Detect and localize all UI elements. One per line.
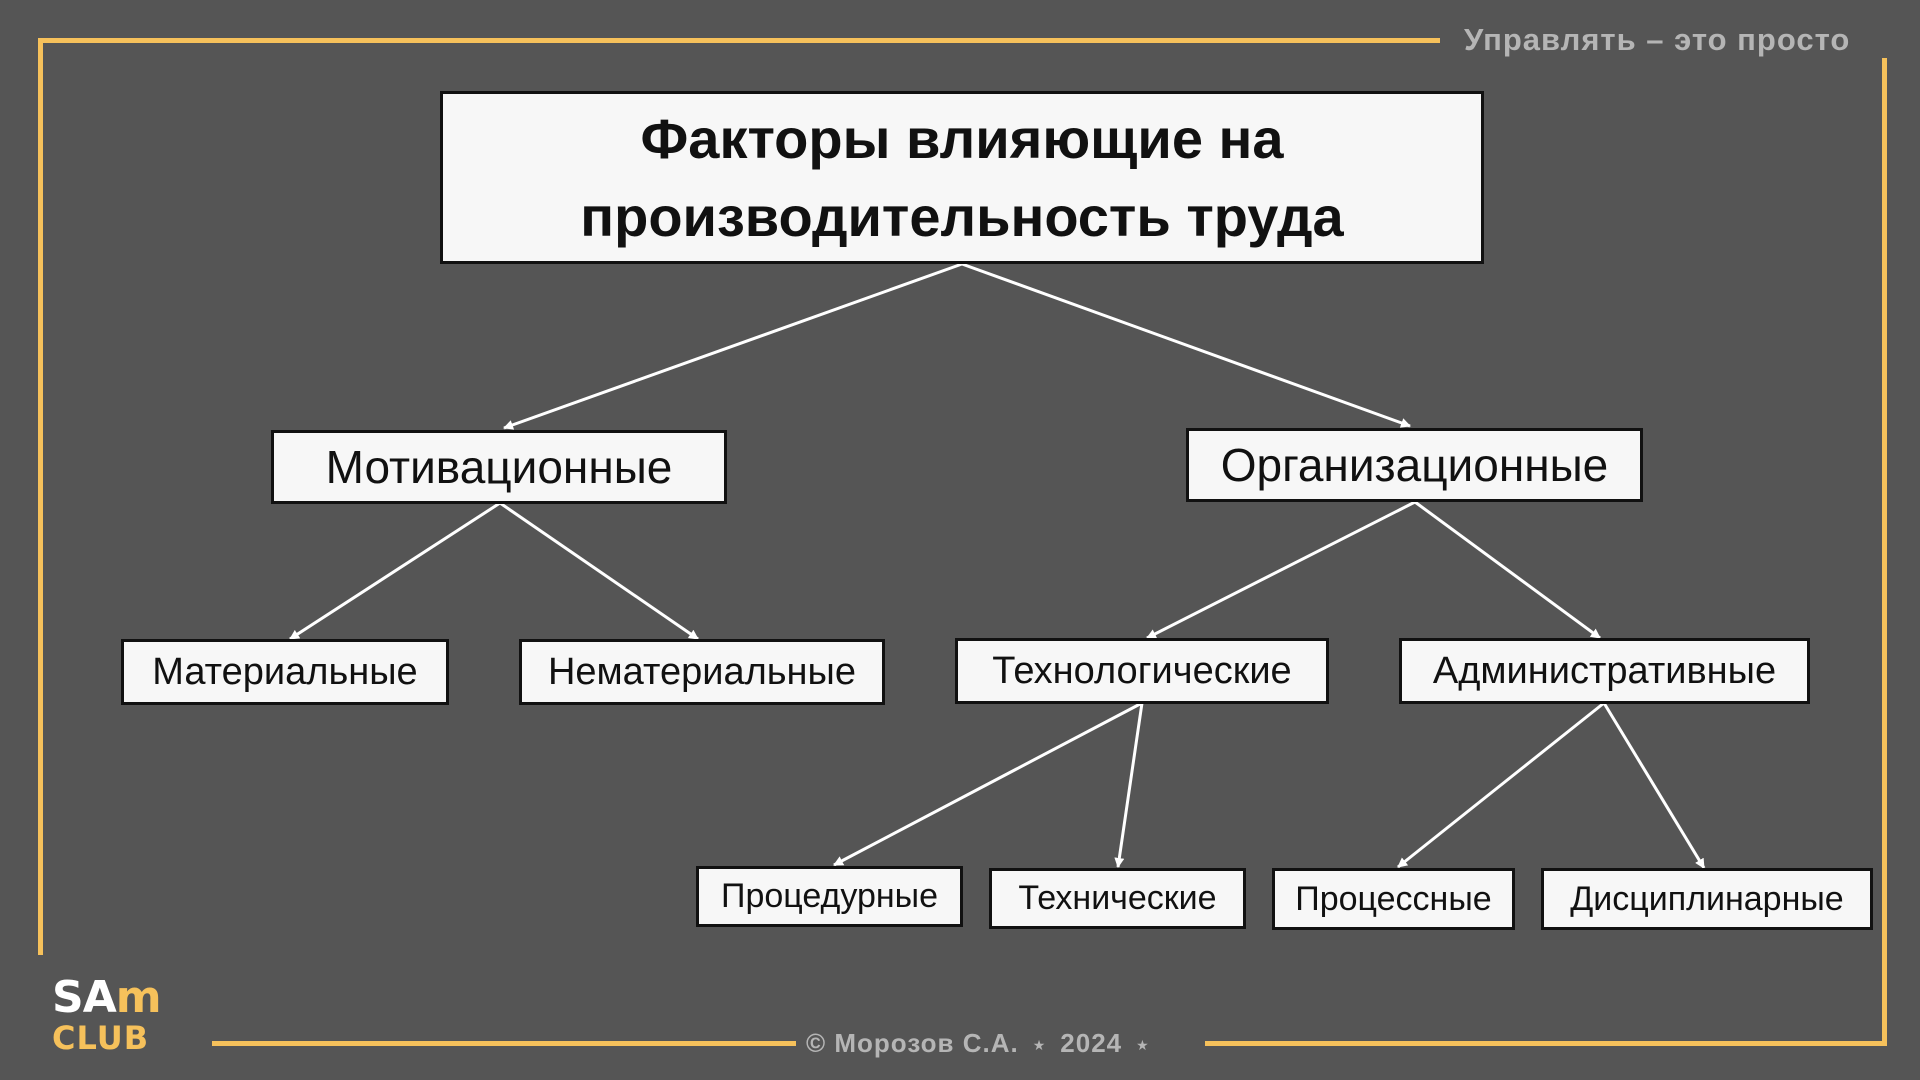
node-motivational: Мотивационные — [271, 430, 727, 504]
slide-tagline: Управлять – это просто — [1464, 22, 1851, 57]
arrow-administrative-to-disciplinary — [1602, 702, 1706, 869]
star-icon: ★ — [1136, 1036, 1150, 1053]
arrow-organizational-to-administrative — [1414, 500, 1601, 640]
arrow-root-to-motivational — [503, 262, 963, 430]
samclub-logo: SAm CLUB — [52, 972, 162, 1057]
frame-bottom-line-left — [212, 1041, 796, 1046]
node-technological: Технологические — [955, 638, 1329, 704]
arrow-root-to-organizational — [961, 262, 1411, 428]
root-node: Факторы влияющие на производительность т… — [440, 91, 1484, 264]
arrow-technological-to-technical — [1114, 702, 1144, 868]
footer-year: 2024 — [1060, 1028, 1123, 1058]
node-procedural: Процедурные — [696, 866, 963, 927]
node-material: Материальные — [121, 639, 449, 705]
node-process: Процессные — [1272, 868, 1515, 930]
node-disciplinary: Дисциплинарные — [1541, 868, 1873, 930]
arrow-administrative-to-process — [1397, 701, 1605, 869]
node-administrative: Административные — [1399, 638, 1810, 704]
arrow-technological-to-procedural — [833, 701, 1143, 867]
frame-top-line — [38, 38, 1440, 43]
frame-right-line — [1882, 58, 1887, 1046]
frame-left-line — [38, 38, 43, 955]
node-organizational: Организационные — [1186, 428, 1643, 502]
arrow-motivational-to-nonmaterial — [499, 501, 699, 641]
node-nonmaterial: Нематериальные — [519, 639, 885, 705]
footer-author: © Морозов С.А. — [806, 1028, 1019, 1058]
arrow-motivational-to-material — [289, 501, 501, 641]
slide-footer: © Морозов С.А. ★ 2024 ★ — [806, 1028, 1206, 1059]
arrow-organizational-to-technological — [1146, 500, 1416, 640]
node-technical: Технические — [989, 868, 1246, 929]
frame-bottom-line-right — [1205, 1041, 1887, 1046]
star-icon: ★ — [1032, 1036, 1047, 1053]
